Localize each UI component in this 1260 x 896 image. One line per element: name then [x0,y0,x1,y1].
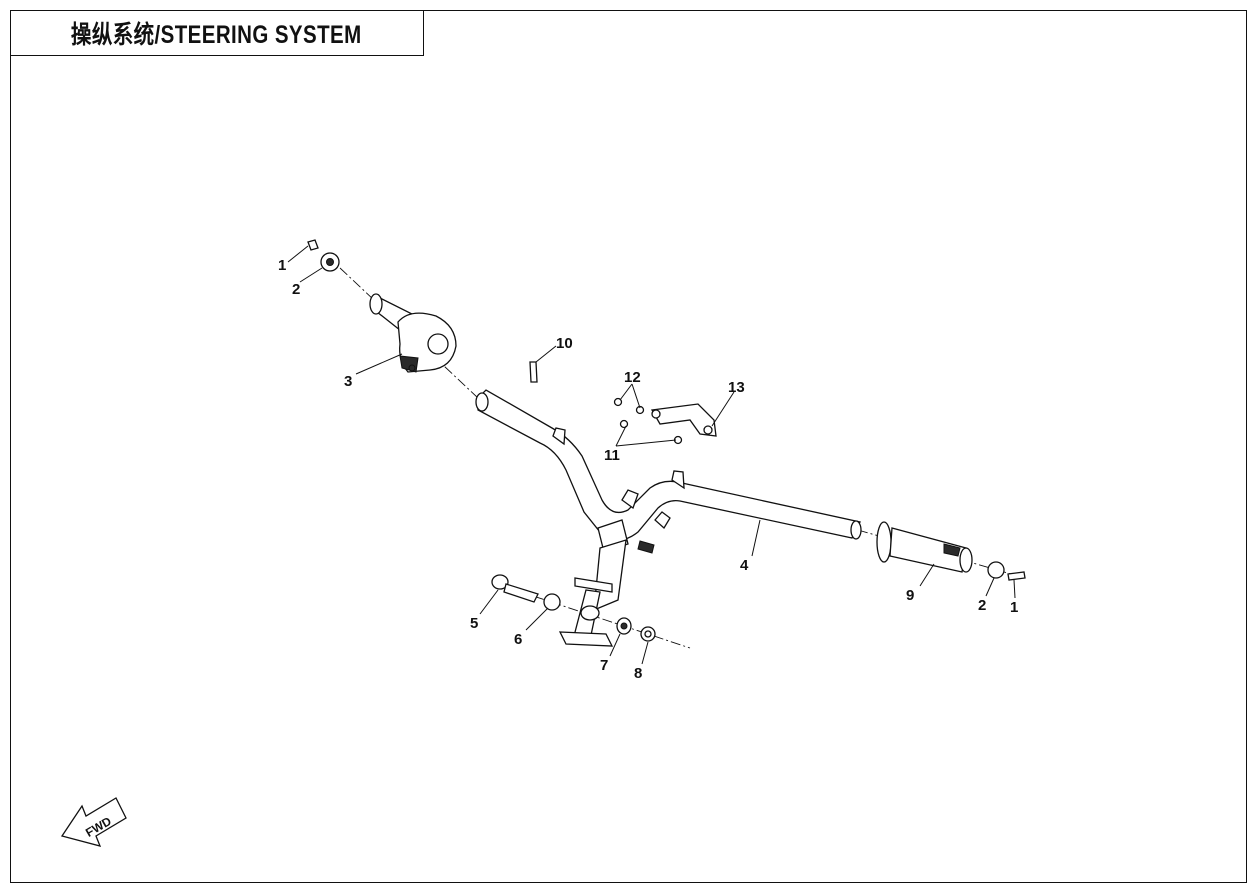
callout-8: 8 [634,665,642,682]
callout-6: 6 [514,631,522,648]
fwd-arrow-icon: FWD [60,797,127,847]
callout-12: 12 [624,369,641,386]
left-bar-end [307,239,340,272]
callout-7: 7 [600,657,608,674]
callout-1-right: 1 [1010,599,1018,616]
drawing-frame [10,10,1247,883]
callout-1-left: 1 [278,257,286,274]
callout-5: 5 [470,615,478,632]
right-grip [876,521,973,573]
right-bar-end [987,561,1026,581]
bar-tab-left [552,427,566,446]
title-box: 操纵系统/STEERING SYSTEM [10,10,424,56]
callout-3: 3 [344,373,352,390]
page-title: 操纵系统/STEERING SYSTEM [71,20,362,49]
callout-2-left: 2 [292,281,300,298]
bracket-assembly [613,397,717,445]
handlebar-stem [558,519,655,647]
clamp-bolt-axis [499,584,691,649]
bar-tab-lower [654,511,671,530]
callout-10: 10 [556,335,573,352]
handlebar [475,389,862,541]
callout-4: 4 [740,557,749,574]
pin-part-10 [529,361,538,383]
bar-tab-right [671,470,685,490]
throttle-assembly [369,293,457,373]
callout-9: 9 [906,587,914,604]
callout-13: 13 [728,379,745,396]
callout-2-right: 2 [978,597,986,614]
bar-tab-centre [621,489,639,510]
callout-11: 11 [604,447,620,464]
clamp-hardware [491,574,656,642]
